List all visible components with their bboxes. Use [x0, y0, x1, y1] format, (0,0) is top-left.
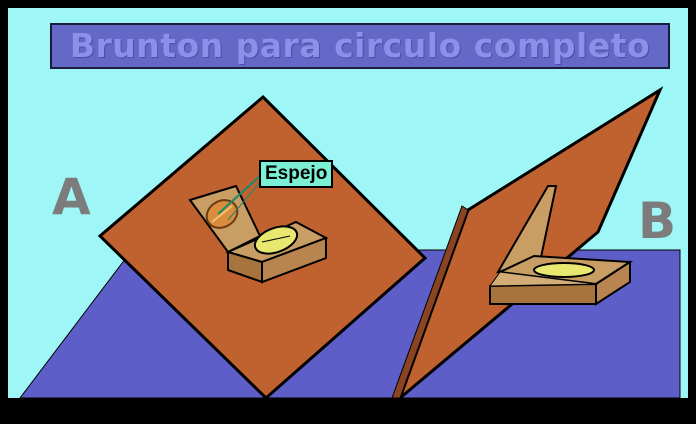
file-caption: WG99 / Brunto08.cdr — [12, 396, 260, 420]
board-b-edge — [391, 205, 469, 399]
compass-a-dial — [253, 225, 299, 255]
callout-leader — [217, 175, 261, 215]
compass-a-side — [261, 236, 327, 284]
compass-b-dial — [533, 262, 595, 278]
label-a: A — [52, 168, 91, 226]
mirror-callout-label: Espejo — [259, 160, 334, 188]
compass-b-side — [595, 260, 631, 306]
compass-b-left — [489, 271, 597, 287]
callout-leader-2 — [227, 179, 263, 221]
compass-b — [489, 185, 634, 306]
label-b: B — [638, 192, 677, 250]
diagram-title: Brunton para circulo completo — [50, 23, 670, 69]
compass-b-front — [489, 282, 597, 305]
